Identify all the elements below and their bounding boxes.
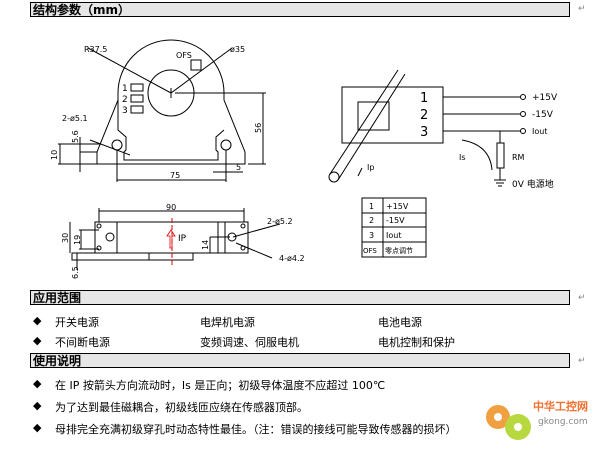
svg-text:-15V: -15V — [532, 110, 554, 120]
svg-text:2-ø5.2: 2-ø5.2 — [267, 217, 293, 226]
svg-text:零点调节: 零点调节 — [385, 246, 413, 255]
usage-note: 在 IP 按箭头方向流动时，Is 是正向；初级导体温度不应超过 100℃ — [55, 379, 386, 392]
svg-text:2: 2 — [420, 108, 428, 123]
side-view-drawing: 90 IP 2-ø5.2 4-ø4.2 30 19 14 6.5 — [61, 203, 305, 279]
svg-text:56: 56 — [254, 123, 263, 133]
return-mark: ↵ — [578, 356, 586, 366]
svg-text:90: 90 — [166, 203, 176, 212]
svg-text:2: 2 — [369, 216, 374, 225]
svg-text:2-ø5.1: 2-ø5.1 — [62, 114, 88, 123]
svg-text:19: 19 — [73, 235, 82, 245]
front-view-drawing: R37.5 ø35 OFS 1 2 3 2-ø5.1 75 5 56 10 5.… — [50, 39, 266, 182]
svg-text:OFS: OFS — [176, 51, 192, 60]
svg-text:1: 1 — [369, 202, 374, 211]
svg-text:75: 75 — [170, 171, 180, 180]
svg-text:5.6: 5.6 — [71, 130, 80, 143]
section-header-structure: 结构参数（mm） — [30, 2, 570, 17]
bullet-icon: ◆ — [33, 399, 42, 412]
svg-text:中华工控网: 中华工控网 — [533, 399, 588, 413]
bullet-icon: ◆ — [33, 334, 42, 347]
svg-text:5: 5 — [236, 163, 241, 172]
usage-note: 母排完全充满初级穿孔时动态特性最佳。（注：错误的接线可能导致传感器的损坏） — [55, 423, 457, 436]
svg-text:OFS: OFS — [363, 247, 377, 255]
application-item: 电焊机电源 — [200, 316, 255, 329]
circuit-diagram: 1 2 3 +15V -15V Iout Is Ip RM 0V 电源地 — [328, 69, 558, 190]
bullet-icon: ◆ — [33, 421, 42, 434]
svg-text:3: 3 — [420, 125, 428, 140]
svg-text:6.5: 6.5 — [71, 266, 80, 279]
application-item: 开关电源 — [55, 316, 99, 329]
svg-text:0V 电源地: 0V 电源地 — [512, 178, 554, 190]
watermark-logo: 中华工控网 gkong.com — [478, 392, 608, 451]
pin-table: 1 +15V 2 -15V 3 Iout OFS 零点调节 — [361, 197, 427, 258]
bullet-icon: ◆ — [33, 314, 42, 327]
svg-text:+15V: +15V — [532, 93, 558, 103]
drawings: R37.5 ø35 OFS 1 2 3 2-ø5.1 75 5 56 10 5.… — [50, 39, 558, 279]
svg-text:30: 30 — [61, 233, 70, 243]
svg-text:R37.5: R37.5 — [84, 45, 107, 54]
return-mark: ↵ — [578, 293, 586, 303]
svg-text:3: 3 — [369, 231, 374, 240]
svg-text:-15V: -15V — [386, 216, 405, 225]
svg-text:14: 14 — [201, 240, 210, 250]
svg-text:10: 10 — [50, 150, 59, 160]
svg-text:4-ø4.2: 4-ø4.2 — [279, 254, 305, 263]
gear-icon: 中华工控网 gkong.com — [486, 399, 588, 440]
application-item: 电机控制和保护 — [378, 336, 455, 349]
svg-text:3: 3 — [122, 106, 128, 116]
section-header-application: 应用范围 — [30, 290, 570, 305]
svg-text:1: 1 — [122, 84, 128, 94]
svg-text:Ip: Ip — [367, 163, 374, 172]
application-item: 电池电源 — [378, 316, 422, 329]
svg-text:IP: IP — [178, 234, 187, 244]
svg-text:+15V: +15V — [386, 202, 409, 211]
svg-text:Iout: Iout — [386, 231, 401, 240]
svg-text:RM: RM — [512, 153, 525, 162]
bullet-icon: ◆ — [33, 377, 42, 390]
svg-text:2: 2 — [122, 95, 128, 105]
svg-text:ø35: ø35 — [230, 45, 245, 54]
section-header-usage: 使用说明 — [30, 353, 570, 368]
svg-text:Is: Is — [459, 153, 466, 162]
application-item: 变频调速、伺服电机 — [200, 336, 299, 349]
return-mark: ↵ — [578, 4, 586, 14]
usage-note: 为了达到最佳磁耦合，初级线匝应绕在传感器顶部。 — [55, 401, 308, 414]
svg-text:gkong.com: gkong.com — [538, 417, 588, 427]
svg-text:Iout: Iout — [532, 127, 547, 136]
svg-text:1: 1 — [420, 91, 428, 106]
application-item: 不间断电源 — [55, 336, 110, 349]
